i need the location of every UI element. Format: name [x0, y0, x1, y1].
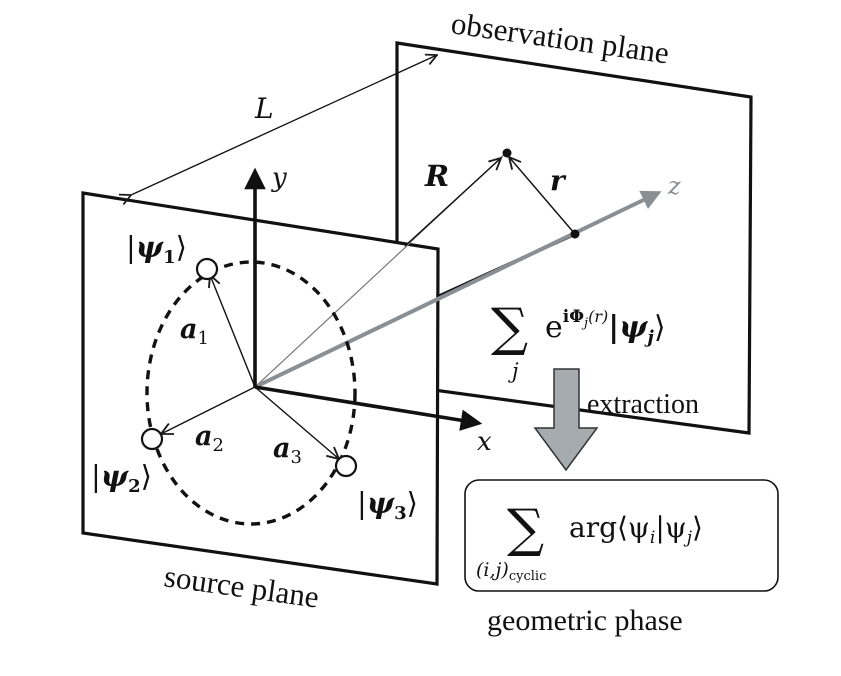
R-label: R [424, 159, 449, 193]
source-plane-label: source plane [162, 558, 321, 614]
obs-sum-sign: ∑ [491, 298, 528, 358]
geometric-phase-label: geometric phase [487, 604, 683, 637]
R-vector [404, 158, 501, 247]
phase-formula: arg⟨ψi|ψj⟩ [569, 511, 703, 548]
a2-label: a2 [195, 421, 224, 456]
z-axis [254, 190, 662, 389]
extraction-label: extraction [587, 389, 699, 420]
a3-vector [254, 386, 339, 459]
z-axis-label: z [667, 172, 681, 200]
observation-point [502, 148, 512, 158]
z-axis-point [570, 229, 580, 239]
y-axis-label: y [271, 163, 287, 193]
psi2-label: |ψ2⟩ [91, 459, 152, 497]
x-axis [254, 385, 483, 431]
r-label: r [550, 164, 567, 197]
psi3-label: |ψ3⟩ [357, 486, 418, 524]
guide-line-front [254, 242, 411, 388]
phase-sum-sign: ∑ [507, 499, 544, 559]
L-arrow [131, 55, 437, 195]
psi1-label: |ψ1⟩ [126, 230, 187, 268]
L-label: L [254, 92, 274, 125]
phase-sum-index: (i,j)cyclic [476, 559, 546, 584]
r-vector [509, 157, 576, 235]
obs-sum-index: j [508, 359, 519, 383]
obs-formula: eiΦj(r)|ψj⟩ [545, 307, 666, 348]
source-3 [334, 454, 358, 478]
source-1 [195, 257, 219, 281]
source-2 [140, 427, 164, 451]
a1-label: a1 [180, 314, 209, 349]
extraction-arrow [533, 368, 599, 472]
a2-vector [161, 386, 256, 434]
x-axis-label: x [477, 427, 492, 457]
source-ring [145, 260, 357, 526]
a3-label: a3 [273, 433, 302, 468]
geometric-phase-box [464, 479, 779, 592]
a1-vector [210, 275, 256, 388]
